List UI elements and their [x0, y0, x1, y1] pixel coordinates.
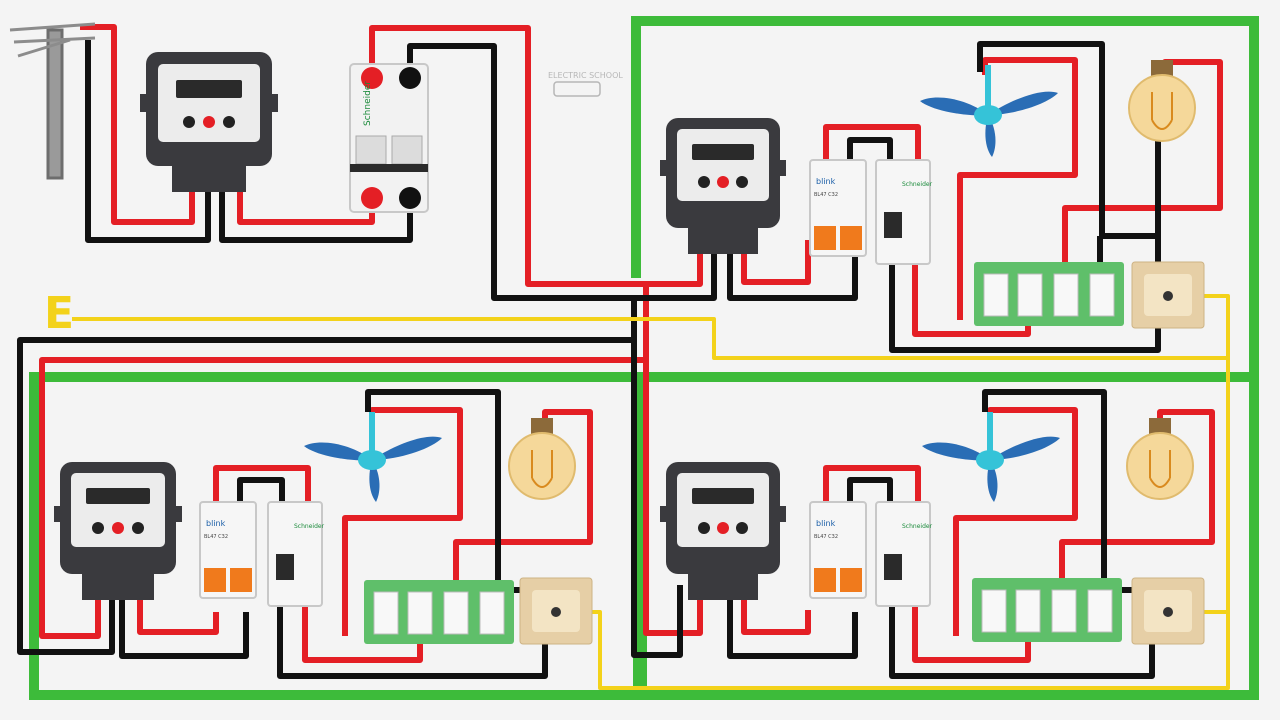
mcb-brand: blink	[816, 519, 836, 528]
ceiling-fan-icon	[922, 412, 1060, 502]
switch-board-icon	[974, 262, 1124, 326]
energy-meter-icon	[660, 118, 786, 254]
ceiling-fan-icon	[304, 412, 442, 502]
rccb-brand: Schneider	[902, 523, 933, 530]
watermark: ELECTRIC SCHOOL	[548, 71, 623, 97]
main-circuit-breaker-icon: Schneider	[349, 63, 429, 213]
energy-meter-icon	[54, 462, 182, 600]
unit-top-right: blink BL47 C32 Schneider	[660, 60, 1205, 329]
main-energy-meter-icon	[140, 52, 278, 192]
enclosures	[29, 16, 1259, 700]
mcb-model: BL47 C32	[204, 534, 228, 540]
socket-icon	[519, 577, 593, 645]
rccb-brand: Schneider	[902, 181, 933, 188]
switch-board-icon	[364, 580, 514, 644]
mcb-icon: blink BL47 C32	[809, 501, 867, 599]
rccb-brand: Schneider	[294, 523, 325, 530]
earth-label: E	[44, 288, 74, 339]
utility-pole-icon	[9, 22, 96, 180]
unit-bottom-left: blink BL47 C32 Schneider	[54, 412, 593, 645]
socket-icon	[1131, 577, 1205, 645]
neutral-wires	[17, 40, 1161, 679]
light-bulb-icon	[1126, 418, 1194, 500]
enclosure-top-right	[631, 16, 1259, 378]
mcb-brand: blink	[816, 177, 836, 186]
rccb-icon: Schneider	[267, 501, 325, 607]
light-bulb-icon	[508, 418, 576, 500]
mcb-brand: blink	[206, 519, 226, 528]
unit-bottom-right: blink BL47 C32 Schneider	[660, 412, 1205, 645]
ceiling-fan-icon	[920, 65, 1058, 157]
mcb-model: BL47 C32	[814, 192, 838, 198]
main-breaker-brand: Schneider	[363, 81, 373, 126]
mcb-model: BL47 C32	[814, 534, 838, 540]
rccb-icon: Schneider	[875, 501, 933, 607]
light-bulb-icon	[1128, 60, 1196, 142]
energy-meter-icon	[660, 462, 786, 600]
rccb-icon: Schneider	[875, 159, 933, 265]
mcb-icon: blink BL47 C32	[809, 159, 867, 257]
enclosure-bottom-right	[637, 372, 1259, 700]
socket-icon	[1131, 261, 1205, 329]
watermark-text: ELECTRIC SCHOOL	[548, 71, 623, 80]
mcb-icon: blink BL47 C32	[199, 501, 257, 599]
switch-board-icon	[972, 578, 1122, 642]
